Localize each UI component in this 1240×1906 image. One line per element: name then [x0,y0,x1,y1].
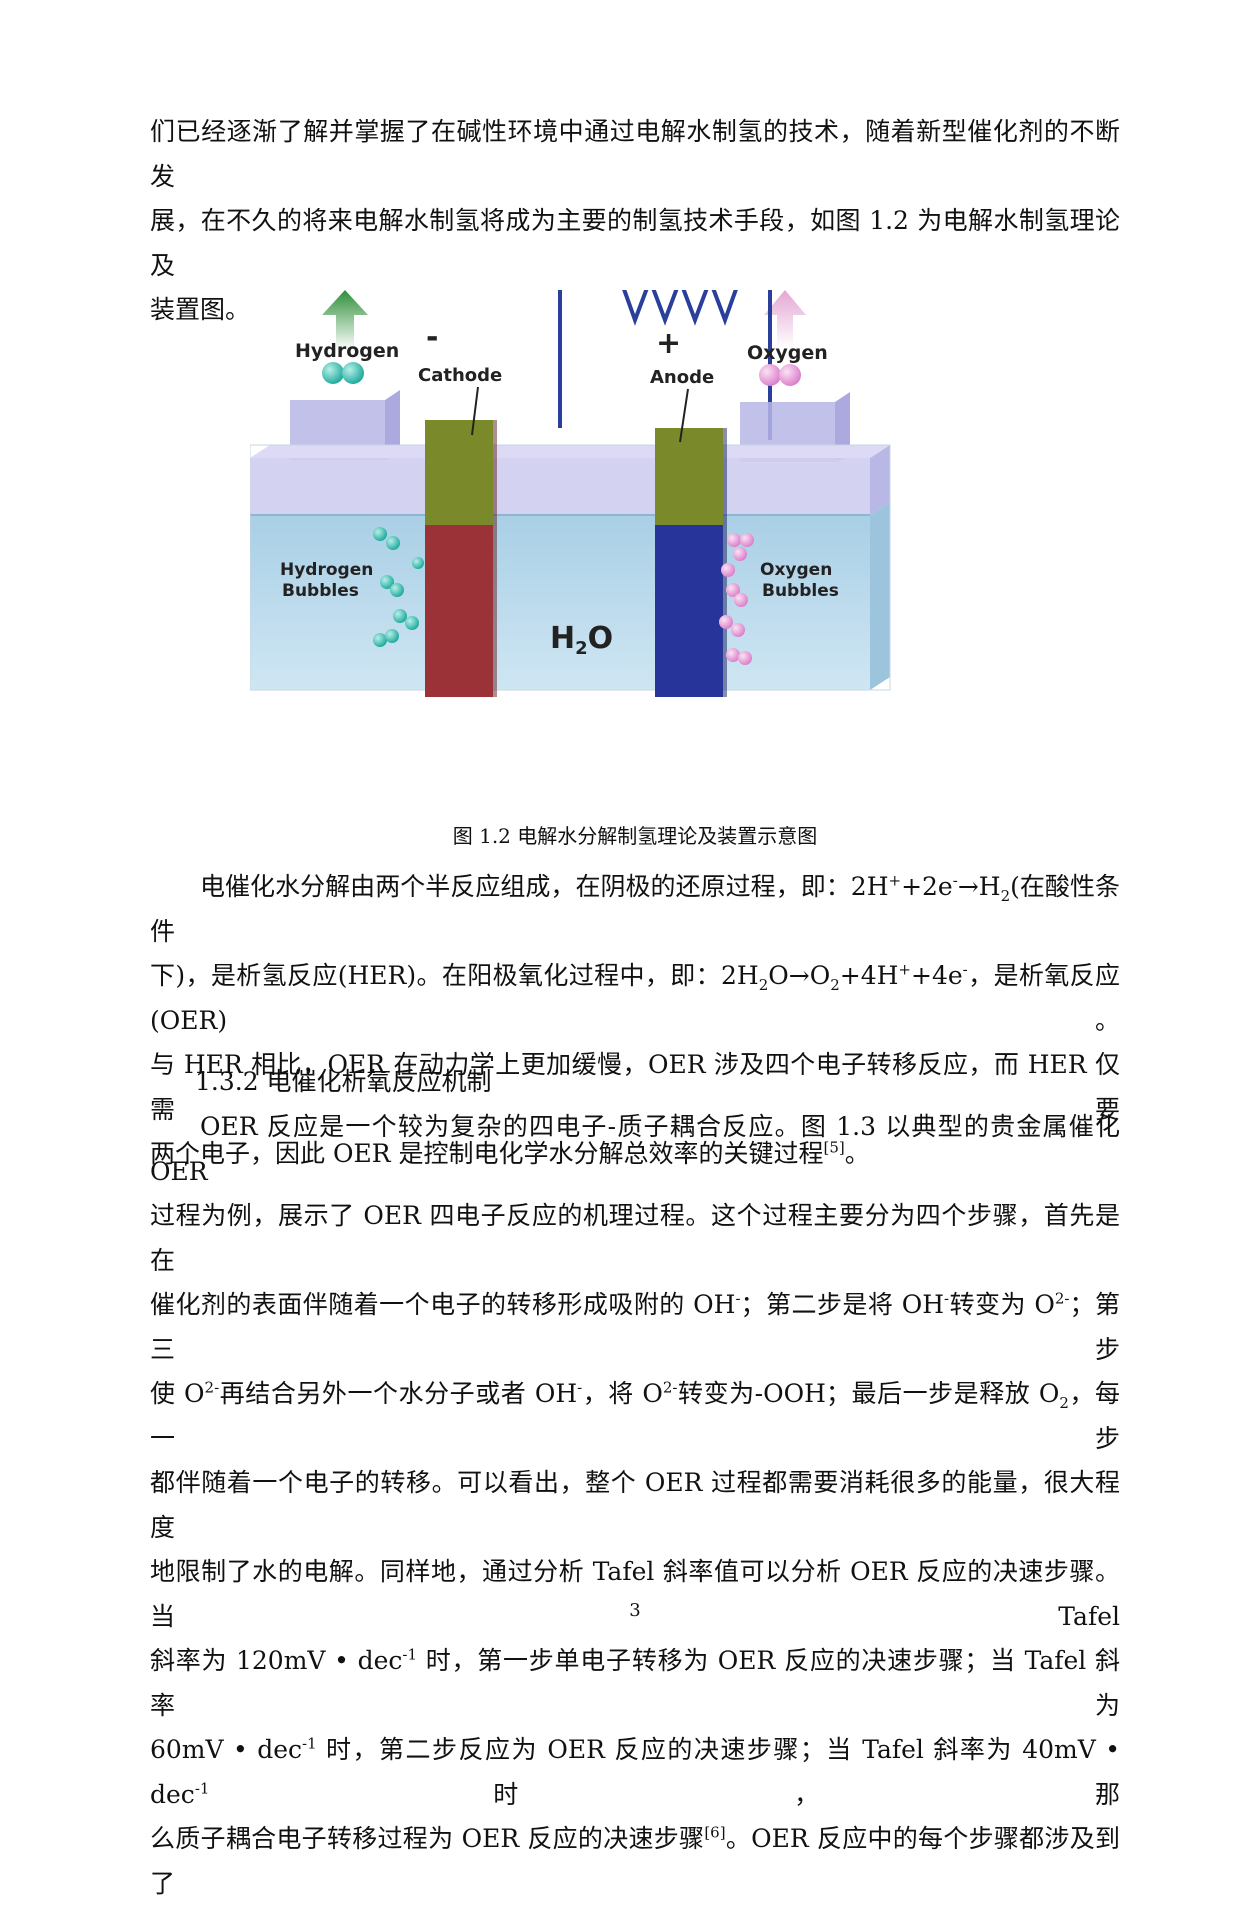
text-line: 下)，是析氢反应(HER)。在阳极氧化过程中，即：2H2O→O2+4H++4e-… [150,960,1120,1035]
oxygen-bubbles-label-2: Bubbles [762,581,839,601]
intro-paragraph: 们已经逐渐了解并掌握了在碱性环境中通过电解水制氢的技术，随着新型催化剂的不断发 … [150,110,1120,333]
anode-electrode [655,428,727,697]
text-line: 斜率为 120mV • dec-1 时，第一步单电子转移为 OER 反应的决速步… [150,1645,1120,1720]
resistor-wire-icon [558,290,772,440]
oxygen-bubbles-icon [719,533,754,665]
cathode-label: Cathode [418,365,502,386]
hydrogen-label: Hydrogen [295,340,399,362]
hydrogen-molecule-icon [322,362,364,384]
oer-paragraph: OER 反应是一个较为复杂的四电子-质子耦合反应。图 1.3 以典型的贵金属催化… [150,1105,1120,1906]
anode-lead [679,388,689,443]
hydrogen-arrow-icon [322,290,368,350]
text-line: 电催化水分解由两个半反应组成，在阴极的还原过程，即：2H++2e-→H2(在酸性… [150,871,1120,946]
cathode-sign: - [426,320,438,355]
page-number: 3 [629,1600,641,1621]
text-line: 过程为例，展示了 OER 四电子反应的机理过程。这个过程主要分为四个步骤，首先是… [150,1201,1120,1275]
text-line: 展，在不久的将来电解水制氢将成为主要的制氢技术手段，如图 1.2 为电解水制氢理… [150,206,1120,280]
figure-caption: 图 1.2 电解水分解制氢理论及装置示意图 [452,824,818,848]
cathode-electrode [425,420,497,697]
anode-label: Anode [650,367,714,388]
hydrogen-bubbles-label-2: Bubbles [282,581,359,601]
cathode-lead [471,386,479,436]
text-line: 60mV • dec-1 时，第二步反应为 OER 反应的决速步骤；当 Tafe… [150,1734,1121,1809]
oxygen-arrow-icon [764,290,806,348]
oxygen-label: Oxygen [747,342,828,364]
text-line: 么质子耦合电子转移过程为 OER 反应的决速步骤[6]。OER 反应中的每个步骤… [150,1823,1120,1898]
text-line: 都伴随着一个电子的转移。可以看出，整个 OER 过程都需要消耗很多的能量，很大程… [150,1468,1120,1542]
hydrogen-bubbles-icon [373,527,424,647]
text-line: OER 反应是一个较为复杂的四电子-质子耦合反应。图 1.3 以典型的贵金属催化… [150,1112,1120,1186]
section-heading: 1.3.2 电催化析氧反应机制 [195,1067,492,1096]
anode-sign: + [656,326,681,361]
text-line: 地限制了水的电解。同样地，通过分析 Tafel 斜率值可以分析 OER 反应的决… [150,1557,1120,1631]
text-line: 两个电子，因此 OER 是控制电化学水分解总效率的关键过程[5]。 [150,1138,870,1168]
text-line: 使 O2-再结合另外一个水分子或者 OH-，将 O2-转变为-OOH；最后一步是… [150,1378,1120,1453]
reaction-paragraph: 电催化水分解由两个半反应组成，在阴极的还原过程，即：2H++2e-→H2(在酸性… [150,865,1120,1177]
hydrogen-bubbles-label: Hydrogen [280,560,373,580]
water-label: H2O [550,621,613,659]
text-line: 们已经逐渐了解并掌握了在碱性环境中通过电解水制氢的技术，随着新型催化剂的不断发 [150,117,1120,191]
electrolysis-diagram: Hydrogen Oxygen - + Cathode Anode [250,290,891,697]
text-line: 催化剂的表面伴随着一个电子的转移形成吸附的 OH-；第二步是将 OH-转变为 O… [150,1289,1120,1364]
text-line: 与 HER 相比，OER 在动力学上更加缓慢，OER 涉及四个电子转移反应，而 … [150,1050,1120,1124]
oxygen-bubbles-label: Oxygen [760,560,832,580]
oxygen-molecule-icon [759,364,801,386]
text-line: 装置图。 [150,295,251,324]
